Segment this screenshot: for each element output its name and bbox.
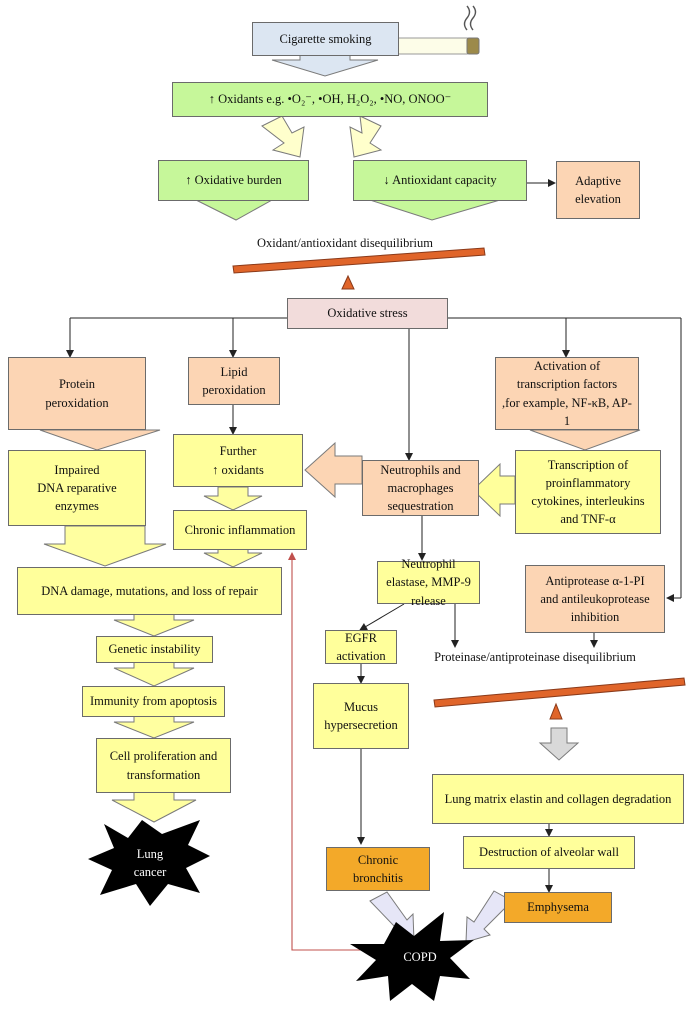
node-cell-proliferation: Cell proliferation and transformation xyxy=(96,738,231,793)
node-antioxidant-capacity: ↓ Antioxidant capacity xyxy=(353,160,527,201)
block-arrow xyxy=(113,613,195,637)
node-transcription-factors: Activation of transcription factors ,for… xyxy=(495,357,639,430)
node-transcription-cytokines: Transcription of proinflammatory cytokin… xyxy=(515,450,661,534)
block-arrow xyxy=(538,727,580,761)
node-oxidants: ↑ Oxidants e.g. •O₂⁻, •OH, H₂O₂, •NO, ON… xyxy=(172,82,488,117)
node-antiprotease: Antiprotease α-1-PI and antileukoproteas… xyxy=(525,565,665,633)
node-genetic-instability: Genetic instability xyxy=(96,636,213,663)
block-arrow xyxy=(43,525,167,567)
block-arrow xyxy=(113,661,195,687)
balance-scale-icon xyxy=(232,247,486,290)
node-oxidative-stress: Oxidative stress xyxy=(287,298,448,329)
node-mucus: Mucus hypersecretion xyxy=(313,683,409,749)
node-dna-damage: DNA damage, mutations, and loss of repai… xyxy=(17,567,282,615)
explosion-star-icon xyxy=(88,820,210,906)
block-arrow xyxy=(472,462,516,518)
block-arrow xyxy=(203,486,263,511)
block-arrow xyxy=(111,791,197,823)
node-adaptive-elevation: Adaptive elevation xyxy=(556,161,640,219)
node-impaired-dna: Impaired DNA reparative enzymes xyxy=(8,450,146,526)
node-oxidative-burden: ↑ Oxidative burden xyxy=(158,160,309,201)
node-copd: COPD xyxy=(403,950,437,964)
node-chronic-bronchitis: Chronic bronchitis xyxy=(326,847,430,891)
node-protein-peroxidation: Protein peroxidation xyxy=(8,357,146,430)
block-arrow xyxy=(369,199,501,221)
node-neutrophils: Neutrophils and macrophages sequestratio… xyxy=(362,460,479,516)
node-chronic-inflammation: Chronic inflammation xyxy=(173,510,307,550)
node-immunity-apoptosis: Immunity from apoptosis xyxy=(82,686,225,717)
node-egfr: EGFR activation xyxy=(325,630,397,664)
node-further-oxidants: Further ↑ oxidants xyxy=(173,434,303,487)
block-arrow xyxy=(203,548,263,568)
block-arrow xyxy=(113,715,195,739)
node-cigarette-smoking: Cigarette smoking xyxy=(252,22,399,56)
block-arrow xyxy=(195,199,274,221)
node-lipid-peroxidation: Lipid peroxidation xyxy=(188,357,280,405)
label-oxidant-disequilibrium: Oxidant/antioxidant disequilibrium xyxy=(256,236,434,250)
explosion-star-icon xyxy=(350,912,474,1001)
node-neutrophil-elastase: Neutrophil elastase, MMP-9 release xyxy=(377,557,480,608)
balance-scale-icon xyxy=(433,677,686,720)
cigarette-icon xyxy=(394,5,480,55)
label-proteinase-disequilibrium: Proteinase/antiproteinase disequilibrium xyxy=(434,650,636,664)
block-arrow xyxy=(349,115,383,158)
node-destruction: Destruction of alveolar wall xyxy=(463,836,635,869)
block-arrow xyxy=(39,429,161,451)
node-lung-cancer: Lung cancer xyxy=(133,847,167,879)
block-arrow xyxy=(261,115,305,158)
block-arrow xyxy=(271,53,379,77)
block-arrow xyxy=(529,429,641,451)
block-arrow xyxy=(304,441,363,499)
node-lung-matrix: Lung matrix elastin and collagen degrada… xyxy=(432,774,684,824)
node-emphysema: Emphysema xyxy=(504,892,612,923)
